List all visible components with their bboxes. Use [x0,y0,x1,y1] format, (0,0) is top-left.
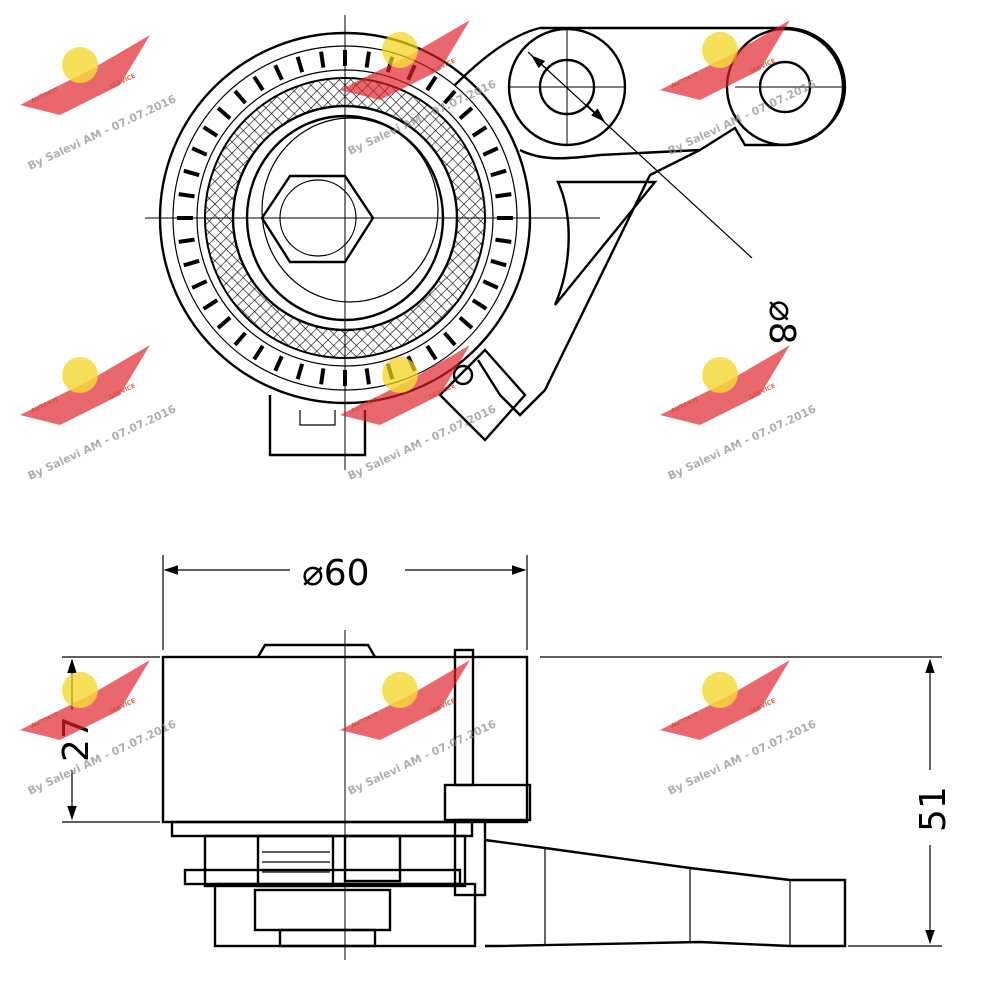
dim-total-height: 51 [913,786,954,832]
dim-outer-diameter: ⌀60 [302,553,370,594]
dim-hole-diameter: ⌀8 [761,300,802,345]
arm-profile [484,838,847,948]
arm-cutout [553,180,658,306]
nut-cap [256,643,377,658]
top-view: ⌀8 [145,15,847,470]
adjuster-lug [438,348,527,442]
side-view: ⌀60 27 [56,553,954,960]
dim-leader-8 [527,51,753,259]
arm-lower-edge [519,148,701,160]
lever-arm [454,26,847,417]
bottom-tab [268,395,367,457]
